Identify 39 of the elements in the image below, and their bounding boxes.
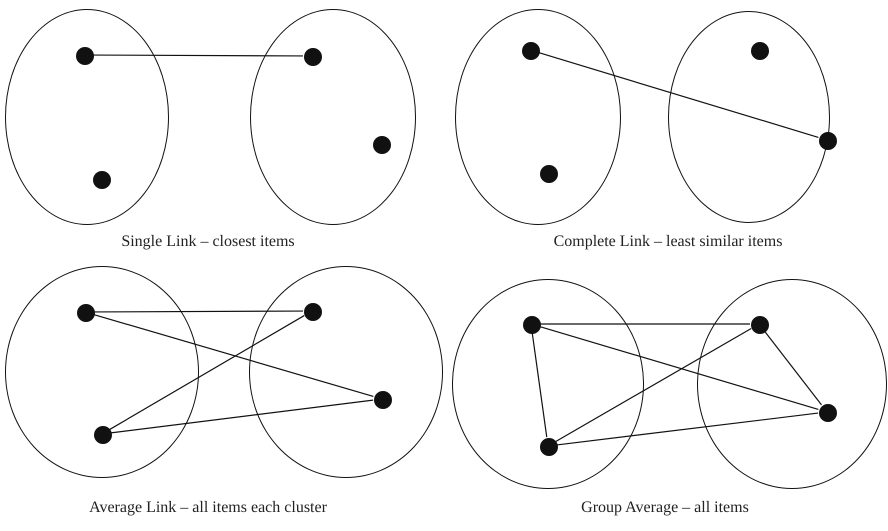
cluster-ellipse: [697, 279, 887, 489]
data-point: [751, 42, 769, 60]
connector-line: [539, 326, 819, 410]
connector-line: [538, 52, 819, 138]
cluster-ellipse: [5, 9, 169, 225]
data-point: [77, 304, 95, 322]
caption-text: Complete Link – least similar items: [554, 232, 782, 252]
connector-line: [109, 315, 305, 430]
cluster-ellipse: [250, 9, 416, 225]
connector-line: [556, 412, 818, 446]
cluster-ellipse: [249, 266, 443, 478]
connector-line: [93, 314, 374, 398]
connector-line: [532, 332, 548, 438]
data-point: [819, 132, 837, 150]
connector-line: [764, 330, 822, 406]
data-point: [76, 47, 94, 65]
data-point: [523, 316, 541, 334]
data-point: [522, 42, 540, 60]
cluster-ellipse: [455, 9, 621, 225]
connector-line: [555, 328, 752, 442]
cluster-ellipse: [452, 279, 644, 489]
data-point: [94, 426, 112, 444]
data-point: [373, 136, 391, 154]
connector-line: [110, 400, 374, 434]
connector-line: [94, 310, 303, 313]
connector-line: [93, 54, 303, 57]
caption-text: Average Link – all items each cluster: [89, 498, 327, 518]
data-point: [540, 438, 558, 456]
data-point: [819, 404, 837, 422]
data-point: [374, 391, 392, 409]
data-point: [93, 171, 111, 189]
caption-text: Group Average – all items: [581, 498, 749, 518]
data-point: [304, 303, 322, 321]
data-point: [751, 316, 769, 334]
caption-text: Single Link – closest items: [121, 232, 295, 252]
connector-line: [540, 323, 750, 325]
data-point: [304, 48, 322, 66]
cluster-ellipse: [5, 266, 199, 478]
data-point: [540, 165, 558, 183]
